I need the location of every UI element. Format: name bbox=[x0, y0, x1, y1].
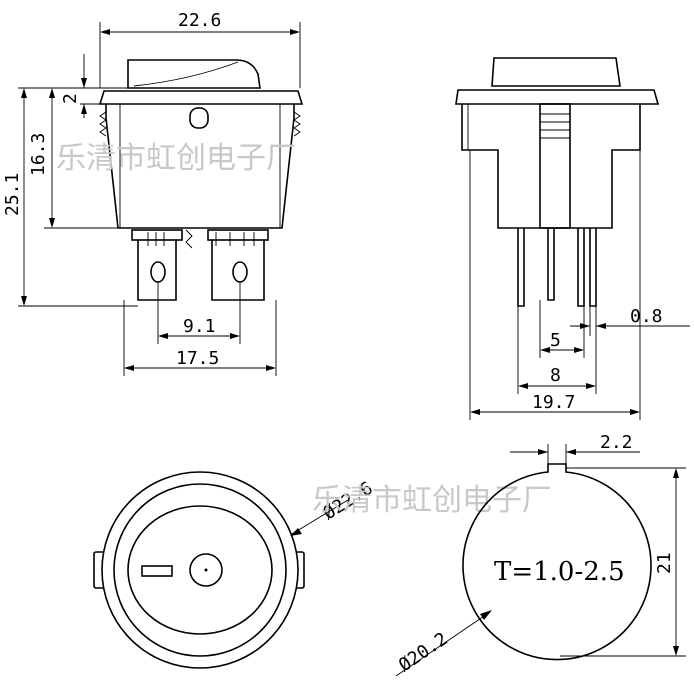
off-marker bbox=[141, 565, 173, 577]
cutout-outline bbox=[462, 463, 652, 661]
rocker-actuator bbox=[127, 59, 261, 89]
dim-pin-span: 17.5 bbox=[176, 348, 219, 369]
panel-cutout: T=1.0-2.5 2.2 21 Ø20.2 bbox=[395, 432, 686, 677]
dim-notch-width: 2.2 bbox=[600, 432, 633, 453]
dim-top-width: 22.6 bbox=[178, 10, 221, 31]
panel-thickness-label: T=1.0-2.5 bbox=[494, 557, 625, 587]
flange bbox=[98, 90, 304, 105]
dim-pin-spacing: 9.1 bbox=[183, 316, 216, 337]
indicator-window bbox=[189, 107, 209, 129]
dim-body-height: 16.3 bbox=[28, 133, 49, 176]
dim-pin-thickness: 0.8 bbox=[630, 306, 663, 327]
outer-ring bbox=[101, 471, 299, 669]
rocker-face bbox=[127, 505, 273, 635]
dim-side-pin-span: 8 bbox=[550, 365, 561, 386]
side-actuator bbox=[491, 57, 621, 87]
side-view: 0.8 5 8 19.7 bbox=[455, 57, 690, 420]
dim-cap-height: 2 bbox=[60, 93, 81, 104]
terminals bbox=[131, 229, 269, 301]
dim-side-pin-pitch: 5 bbox=[550, 330, 561, 351]
top-view: Ø22.6 bbox=[93, 471, 377, 669]
dim-cutout-height: 21 bbox=[654, 552, 675, 574]
front-view: 22.6 2 16.3 25.1 9.1 17.5 bbox=[2, 10, 304, 376]
switch-body bbox=[105, 104, 295, 229]
dim-side-width: 19.7 bbox=[532, 392, 575, 413]
dim-total-height: 25.1 bbox=[2, 173, 23, 216]
watermark-bottom: 乐清市虹创电子厂 bbox=[312, 483, 552, 518]
dim-cutout-diameter: Ø20.2 bbox=[395, 628, 452, 676]
watermark-top: 乐清市虹创电子厂 bbox=[56, 141, 296, 176]
on-marker bbox=[189, 553, 223, 587]
